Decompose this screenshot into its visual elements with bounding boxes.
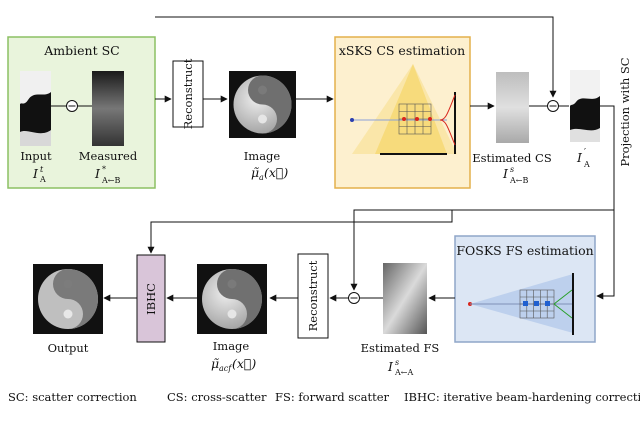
estimated-fs-label: Estimated FS [361, 341, 440, 355]
image-bottom-math: μ̃ acf (x⃗) [211, 356, 256, 373]
ibhc-label: IBHC [144, 283, 158, 315]
svg-text:I: I [94, 166, 101, 181]
svg-text:acf: acf [219, 364, 233, 373]
input-math: I t A [32, 165, 46, 184]
estimated-cs-math: I s A←B [502, 165, 528, 185]
svg-text:′: ′ [584, 148, 586, 158]
svg-text:A←B: A←B [509, 176, 528, 185]
fosks-title: FOSKS FS estimation [456, 243, 593, 258]
legend-sc: SC: scatter correction [8, 390, 137, 404]
estimated-fs-image [383, 263, 427, 334]
svg-text:t: t [40, 165, 44, 174]
svg-text:I: I [32, 166, 39, 181]
reconstruct-top-label: Reconstruct [181, 58, 195, 129]
svg-text:*: * [102, 165, 106, 174]
legend-cs: CS: cross-scatter [167, 390, 267, 404]
legend-fs: FS: forward scatter [275, 390, 390, 404]
estimated-cs-label: Estimated CS [472, 151, 552, 165]
fosks-geometry-illustration [468, 273, 574, 335]
svg-text:A←B: A←B [101, 176, 120, 185]
xsks-title: xSKS CS estimation [339, 43, 465, 58]
xsks-geometry-illustration [350, 64, 457, 155]
subtract-operator-cs [547, 100, 559, 112]
image-bottom-reconstruction [197, 264, 267, 334]
estimated-fs-math: I s A←A [387, 358, 413, 377]
svg-text:s: s [395, 358, 399, 367]
subtract-operator-ambient [66, 100, 78, 112]
svg-text:(x⃗): (x⃗) [264, 165, 288, 180]
measured-math: I * A←B [94, 165, 120, 185]
svg-text:(x⃗): (x⃗) [232, 356, 256, 371]
image-top-label: Image [244, 149, 281, 163]
measured-label: Measured [79, 149, 138, 163]
image-bottom-label: Image [213, 339, 250, 353]
output-image [33, 264, 103, 334]
svg-text:I: I [387, 359, 394, 374]
reconstruct-top-box [172, 60, 204, 128]
corrected-projection-image [570, 70, 600, 142]
svg-text:μ̃: μ̃ [251, 165, 259, 180]
svg-text:μ̃: μ̃ [211, 356, 219, 371]
measured-image [92, 71, 124, 146]
svg-text:A: A [583, 160, 590, 169]
input-image [20, 71, 51, 146]
input-label: Input [20, 149, 52, 163]
svg-text:I: I [576, 150, 583, 165]
estimated-cs-image [496, 72, 529, 143]
reconstruct-bottom-label: Reconstruct [306, 260, 320, 331]
legend-ibhc: IBHC: iterative beam-hardening correctio… [404, 390, 640, 404]
ambient-sc-title: Ambient SC [43, 43, 119, 58]
svg-text:A←A: A←A [394, 368, 413, 377]
svg-text:I: I [502, 166, 509, 181]
reconstruct-bottom-box [297, 253, 329, 339]
subtract-operator-fs [348, 292, 360, 304]
svg-text:s: s [510, 165, 514, 174]
svg-text:a: a [259, 173, 264, 182]
output-label: Output [48, 341, 89, 355]
image-top-math: μ̃ a (x⃗) [251, 165, 288, 182]
i-prime-math: I ′ A [576, 148, 590, 169]
image-top-reconstruction [229, 71, 296, 138]
projection-with-sc-label: Projection with SC [618, 57, 632, 166]
ibhc-box [136, 254, 166, 343]
svg-text:A: A [39, 175, 46, 184]
